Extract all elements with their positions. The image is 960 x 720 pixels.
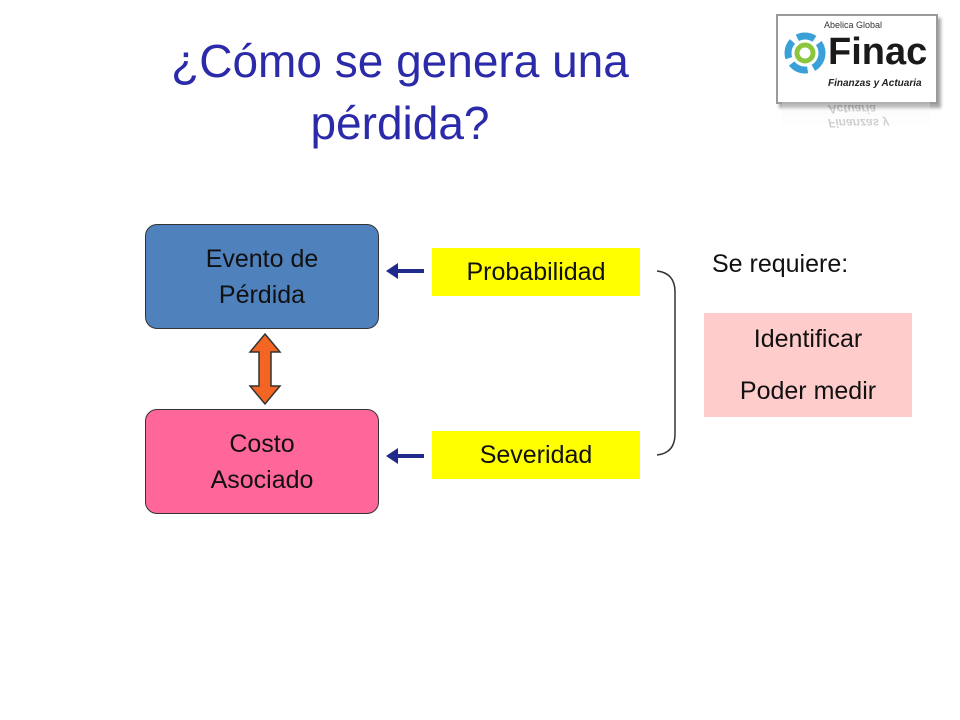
probability-label: Probabilidad	[432, 248, 640, 296]
double-arrow-icon	[248, 332, 282, 406]
cost-box-line-2: Asociado	[210, 465, 314, 494]
finac-logo: Abelica Global Finac Finanzas y Actuaria	[776, 14, 938, 104]
title-line-1: ¿Cómo se genera una	[171, 35, 629, 87]
right-brace-icon	[656, 270, 676, 456]
requirement-identify: Identificar	[753, 325, 863, 353]
logo-brand: Finac	[828, 31, 928, 73]
finac-logo-mark-icon	[784, 32, 826, 74]
cost-box: Costo Asociado	[145, 409, 379, 514]
severity-label: Severidad	[432, 431, 640, 479]
arrow-severity-icon	[386, 448, 424, 464]
requirement-measure: Poder medir	[739, 377, 877, 405]
event-box-line-2: Pérdida	[218, 280, 306, 309]
logo-reflection: Finanzas y Actuaria	[782, 102, 930, 128]
slide-title: ¿Cómo se genera una pérdida?	[60, 30, 740, 154]
arrow-probability-icon	[386, 263, 424, 279]
title-line-2: pérdida?	[310, 97, 490, 149]
requires-label: Se requiere:	[712, 250, 849, 278]
event-box: Evento de Pérdida	[145, 224, 379, 329]
logo-top-text: Abelica Global	[824, 20, 883, 30]
logo-reflection-text: Finanzas y Actuaria	[828, 102, 890, 128]
logo-tagline: Finanzas y Actuaria	[828, 78, 922, 89]
event-box-line-1: Evento de	[205, 244, 319, 273]
cost-box-line-1: Costo	[229, 429, 295, 458]
requirements-panel: Identificar Poder medir	[704, 313, 912, 417]
